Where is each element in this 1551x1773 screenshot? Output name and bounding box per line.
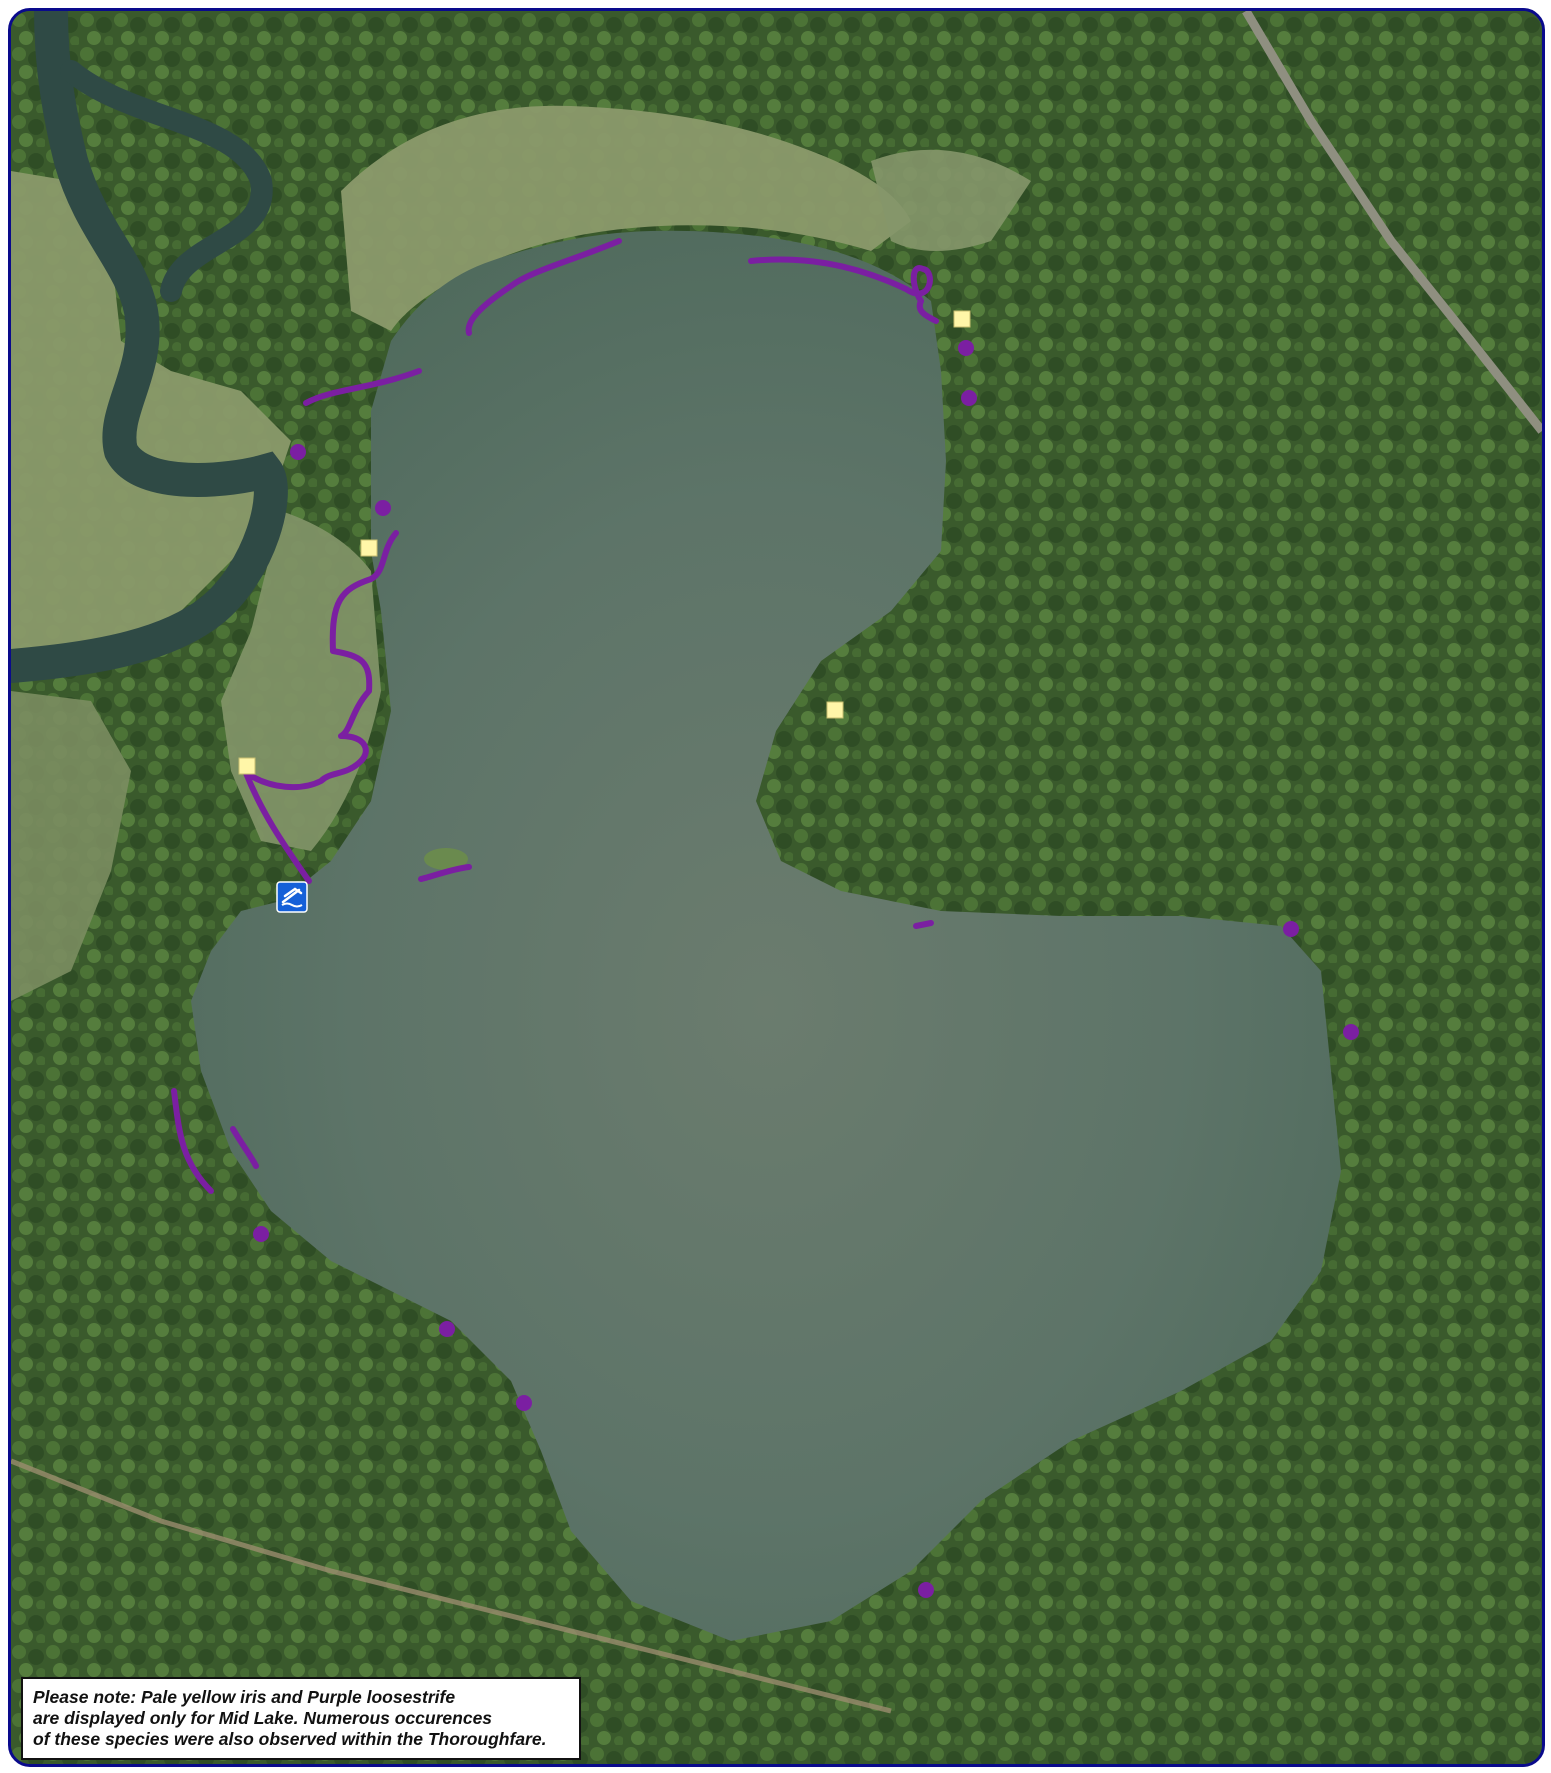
loosestrife-point (918, 1582, 934, 1598)
iris-point (238, 757, 256, 775)
small-island (424, 848, 468, 870)
wetland-north-2 (871, 149, 1031, 251)
loosestrife-line-peninsula-tip (913, 920, 934, 929)
loosestrife-points (253, 340, 1359, 1598)
loosestrife-lines (171, 238, 939, 1194)
wetland-northwest (11, 171, 291, 671)
iris-point (826, 701, 844, 719)
iris-points (238, 310, 971, 775)
loosestrife-point (958, 340, 974, 356)
loosestrife-point (253, 1226, 269, 1242)
note-line-1: Please note: Pale yellow iris and Purple… (33, 1687, 456, 1707)
river-channel (11, 11, 288, 683)
loosestrife-point (1343, 1024, 1359, 1040)
loosestrife-point (290, 444, 306, 460)
loosestrife-line-southwest-1 (171, 1088, 214, 1194)
loosestrife-line-island (418, 864, 472, 882)
wetland-north (341, 105, 911, 331)
wetland-west (11, 691, 131, 1001)
map-frame: Please note: Pale yellow iris and Purple… (8, 8, 1545, 1767)
loosestrife-point (961, 390, 977, 406)
note-line-3: of these species were also observed with… (33, 1729, 547, 1749)
boat-launch-icon (276, 881, 308, 913)
loosestrife-line-north-2 (748, 256, 939, 324)
river-branch (60, 60, 273, 302)
iris-point (953, 310, 971, 328)
loosestrife-line-north-1 (465, 238, 622, 336)
map-note: Please note: Pale yellow iris and Purple… (21, 1677, 581, 1760)
road-northeast (1242, 11, 1542, 434)
aerial-map (11, 11, 1542, 1764)
loosestrife-point (375, 500, 391, 516)
iris-point (360, 539, 378, 557)
loosestrife-line-northwest (303, 368, 422, 406)
note-line-2: are displayed only for Mid Lake. Numerou… (33, 1708, 493, 1728)
road-southwest (11, 1458, 892, 1714)
loosestrife-point (516, 1395, 532, 1411)
loosestrife-point (439, 1321, 455, 1337)
loosestrife-line-southwest-2 (230, 1126, 259, 1169)
loosestrife-point (1283, 921, 1299, 937)
mid-lake-water (191, 230, 1341, 1641)
